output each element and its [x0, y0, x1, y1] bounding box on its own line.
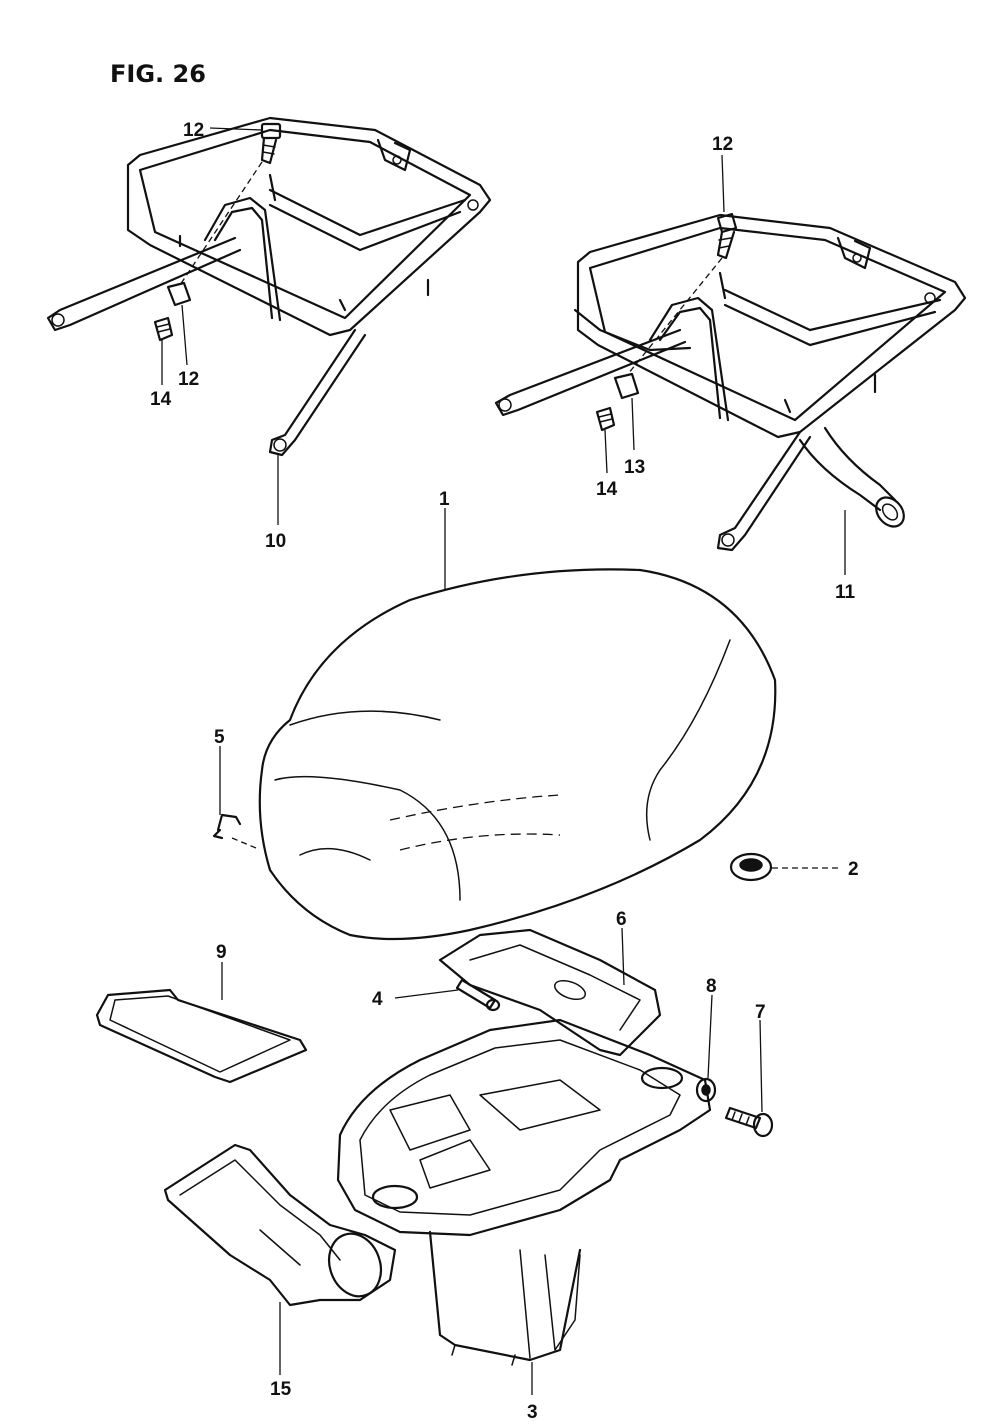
- storage-box-3: [336, 1018, 712, 1366]
- figure-title: FIG. 26: [110, 60, 206, 88]
- callout-14: 14: [596, 479, 618, 500]
- seat-tray-9: [95, 988, 308, 1084]
- callout-12: 12: [178, 369, 199, 390]
- grommet-2: [729, 852, 773, 882]
- callout-12: 12: [183, 120, 204, 141]
- callout-7: 7: [755, 1002, 766, 1023]
- bolt-12-right: [716, 212, 738, 260]
- collar-12-left: [166, 281, 192, 307]
- rear-carrier-right: [494, 213, 967, 552]
- leader-lines: [161, 127, 846, 1395]
- bolt-7: [724, 1106, 774, 1138]
- bolt-14-right: [595, 406, 616, 432]
- rear-carrier-left: [46, 116, 492, 457]
- callout-labels: 12 12 14 10 12 13 14 11 1 5 2 9 6 4 8 7 …: [150, 120, 859, 1423]
- callout-3: 3: [527, 1402, 538, 1423]
- callout-13: 13: [624, 457, 645, 478]
- callout-11: 11: [835, 582, 856, 603]
- callout-10: 10: [265, 531, 286, 552]
- bolt-4: [455, 978, 501, 1012]
- pin-5: [212, 813, 242, 840]
- callout-12: 12: [712, 134, 733, 155]
- collar-13: [613, 372, 640, 400]
- bolt-12-left-top: [260, 122, 282, 165]
- callout-8: 8: [706, 976, 717, 997]
- callout-5: 5: [214, 727, 225, 748]
- callout-14: 14: [150, 389, 172, 410]
- seat-assembly: [258, 568, 777, 941]
- callout-1: 1: [439, 489, 450, 510]
- callout-6: 6: [616, 909, 627, 930]
- tool-pouch-15: [163, 1143, 397, 1307]
- callout-15: 15: [270, 1379, 292, 1400]
- callout-4: 4: [372, 989, 383, 1010]
- callout-2: 2: [848, 859, 859, 880]
- bolt-14-left: [153, 316, 174, 342]
- bracket-6: [438, 928, 662, 1057]
- callout-9: 9: [216, 942, 227, 963]
